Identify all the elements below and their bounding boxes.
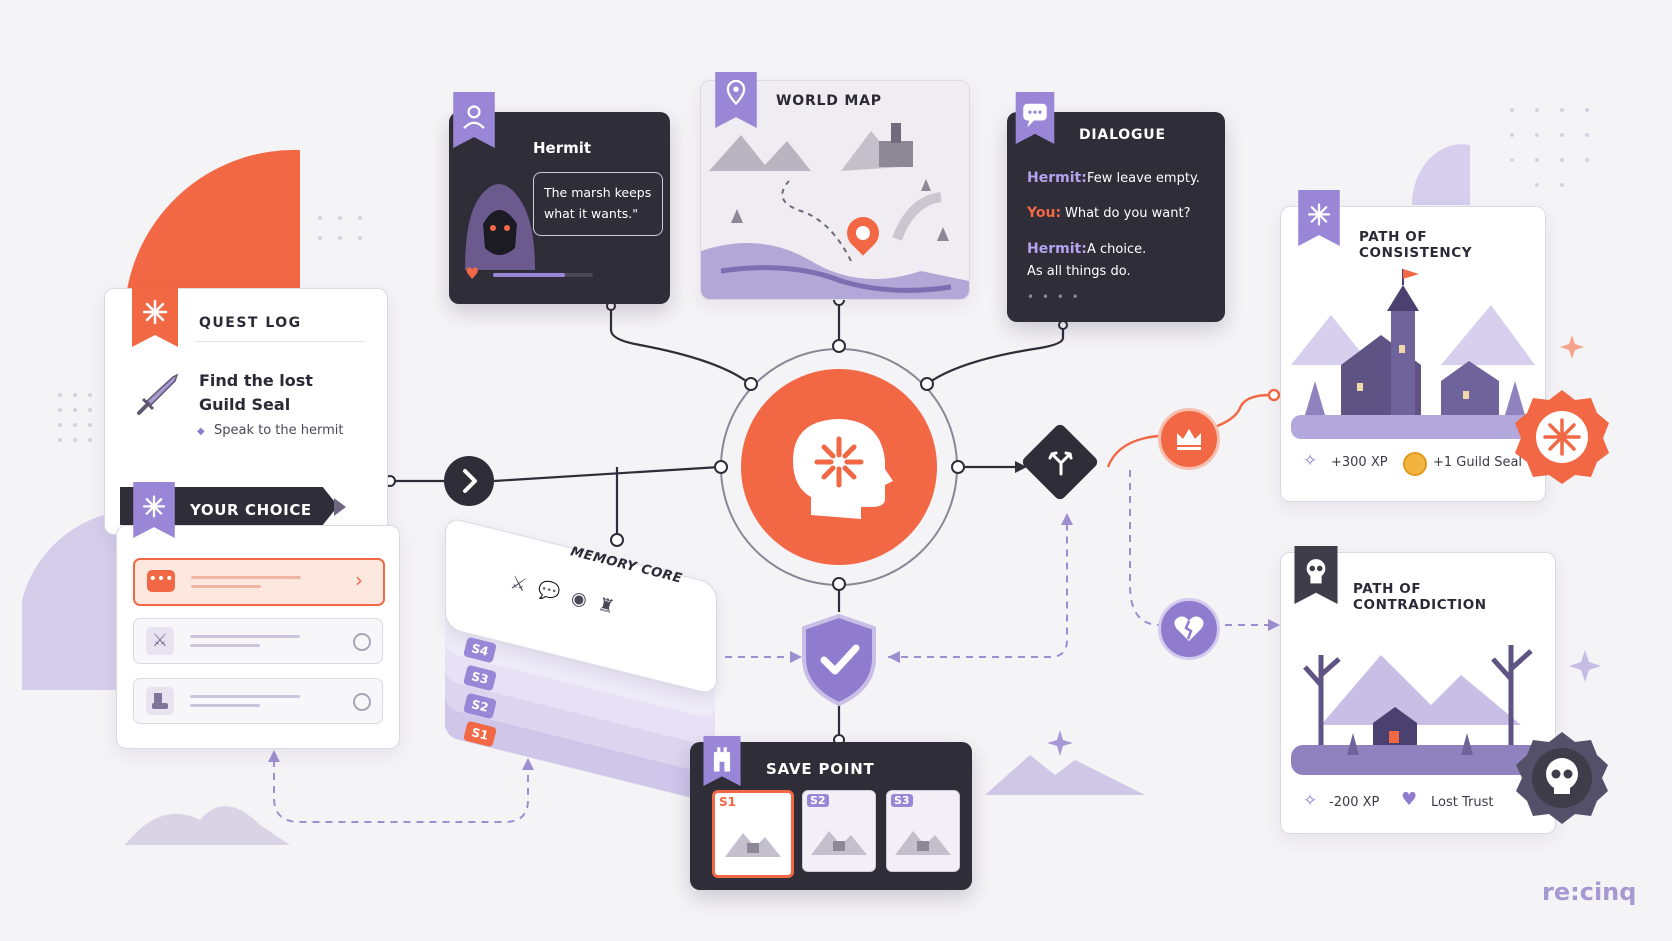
proceed-arrow-button[interactable] xyxy=(444,456,494,506)
quest-task-line1: Find the lost xyxy=(199,371,313,390)
chevron-right-icon: › xyxy=(355,568,363,592)
map-pin-ribbon xyxy=(712,72,760,128)
dialogue-card: DIALOGUE Hermit: Few leave empty. You: W… xyxy=(1007,112,1225,322)
path-consistency-card[interactable]: PATH OF CONSISTENCY ✧ +300 XP +1 Guild S… xyxy=(1280,206,1546,502)
map-illustration xyxy=(701,123,969,299)
save-slot-label-s2: S2 xyxy=(807,794,829,807)
path-contradiction-card[interactable]: PATH OF CONTRADICTION ✧ -200 XP ♥ Lost T… xyxy=(1280,552,1556,834)
hermit-speech-line2: what it wants." xyxy=(544,206,638,221)
crown-node[interactable] xyxy=(1158,408,1220,470)
speech-bubble-icon: ••• xyxy=(147,570,175,592)
dialogue-text-1: Few leave empty. xyxy=(1087,171,1200,186)
save-point-title: SAVE POINT xyxy=(766,760,875,778)
consistency-seal-badge xyxy=(1515,390,1609,484)
path-consistency-title: PATH OF CONSISTENCY xyxy=(1359,229,1473,261)
hermit-ribbon xyxy=(449,92,499,148)
brain-head-icon xyxy=(793,419,893,519)
your-choice-ribbon xyxy=(132,482,176,538)
world-map-title: WORLD MAP xyxy=(776,93,882,109)
banner-tail xyxy=(334,498,346,516)
boot-icon xyxy=(146,687,174,715)
swamp-illustration xyxy=(1291,645,1545,775)
reward-xp: +300 XP xyxy=(1331,455,1388,470)
save-slot-label-s1: S1 xyxy=(719,795,736,809)
dialogue-text-3: A choice. xyxy=(1087,242,1147,257)
penalty-xp: -200 XP xyxy=(1329,795,1380,810)
sword-icon: ⚔ xyxy=(146,627,174,655)
broken-heart-icon xyxy=(1174,616,1204,641)
sparkle-icon: ✧ xyxy=(1303,791,1318,811)
save-slot-label-s3: S3 xyxy=(891,794,913,807)
sword-icon xyxy=(137,373,179,415)
radio-empty-icon xyxy=(353,693,371,711)
dialogue-text-2: What do you want? xyxy=(1065,206,1191,221)
hermit-speech-bubble: The marsh keeps what it wants." xyxy=(533,172,663,236)
quest-log-title: QUEST LOG xyxy=(199,315,302,331)
shield-check-icon[interactable] xyxy=(798,612,880,708)
path-contradiction-title: PATH OF CONTRADICTION xyxy=(1353,581,1487,613)
reward-item: +1 Guild Seal xyxy=(1433,455,1523,470)
broken-heart-icon: ♥ xyxy=(1401,789,1418,810)
save-slot-s2[interactable]: S2 xyxy=(802,790,876,872)
quest-task-line2: Guild Seal xyxy=(199,395,291,414)
radio-empty-icon xyxy=(353,633,371,651)
choice-option-walk[interactable] xyxy=(133,678,383,724)
choice-option-fight[interactable]: ⚔ xyxy=(133,618,383,664)
coin-icon xyxy=(1403,452,1427,476)
hermit-name: Hermit xyxy=(533,139,592,157)
your-choice-panel: ••• › ⚔ xyxy=(116,525,400,749)
dialogue-speaker-3: Hermit: xyxy=(1027,241,1087,257)
sparkle-icon: ✧ xyxy=(1303,451,1318,471)
hermit-trust-bar xyxy=(493,273,593,277)
choice-option-dialogue[interactable]: ••• › xyxy=(133,558,385,606)
quest-subtask: Speak to the hermit xyxy=(214,423,344,438)
ellipsis-icon: • • • • xyxy=(1027,290,1081,304)
quest-subtask-bullet: ◆ xyxy=(197,426,205,437)
chevron-right-icon xyxy=(463,469,477,493)
save-slot-s1[interactable]: S1 xyxy=(712,790,794,878)
heart-icon: ♥ xyxy=(465,264,480,283)
brand-logo: re:cinq xyxy=(1542,878,1637,906)
dialogue-speaker-2: You: xyxy=(1027,205,1062,221)
path-consistency-ribbon xyxy=(1296,190,1342,246)
broken-heart-node[interactable] xyxy=(1158,598,1220,660)
your-choice-title: YOUR CHOICE xyxy=(190,501,312,519)
memory-core-stack: MEMORY CORE ⚔💬◉♜ S4 S3 S2 S1 xyxy=(445,516,725,804)
save-point-ribbon xyxy=(700,736,744,786)
save-slot-s3[interactable]: S3 xyxy=(886,790,960,872)
hermit-card: Hermit The marsh keeps what it wants." ♥ xyxy=(449,112,670,304)
ai-core-node[interactable] xyxy=(741,369,937,565)
contradiction-skull-badge xyxy=(1516,732,1608,824)
castle-village-illustration xyxy=(1291,269,1535,439)
dialogue-continuation: As all things do. xyxy=(1027,264,1131,279)
hooded-hermit-portrait xyxy=(465,184,535,270)
dialogue-speaker-1: Hermit: xyxy=(1027,170,1087,186)
hermit-speech-line1: The marsh keeps xyxy=(544,185,652,200)
branch-split-icon xyxy=(1048,451,1073,476)
quest-log-ribbon xyxy=(132,285,178,347)
crown-icon xyxy=(1177,429,1201,450)
world-map-card: WORLD MAP xyxy=(700,80,970,300)
dialogue-ribbon xyxy=(1007,92,1063,144)
dialogue-title: DIALOGUE xyxy=(1079,127,1166,143)
penalty-item: Lost Trust xyxy=(1431,795,1494,810)
path-contradiction-ribbon xyxy=(1294,546,1338,604)
